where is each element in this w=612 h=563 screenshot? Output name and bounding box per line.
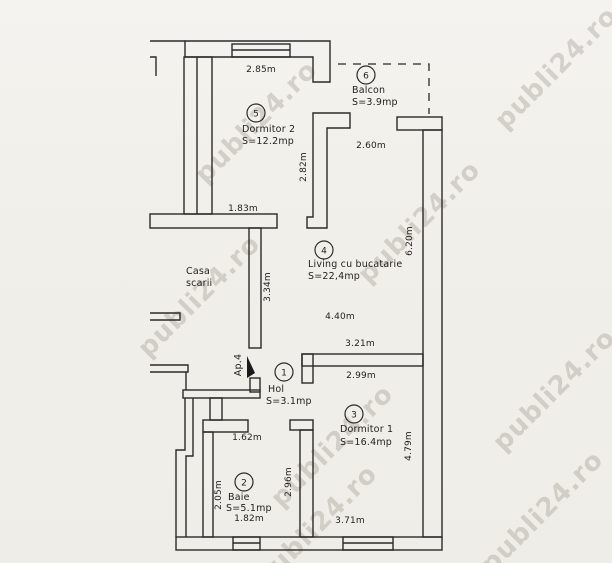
- room-bubble-dormitor-1: 3: [344, 404, 364, 424]
- room-number: 6: [363, 72, 369, 82]
- window-icon: [342, 536, 394, 551]
- wall-left-exterior-outer: [175, 398, 186, 537]
- watermark: publi24.ro: [132, 229, 267, 364]
- wall-left-dorm2: [183, 56, 213, 215]
- room-number: 4: [321, 247, 327, 257]
- room-bubble-baie: 2: [234, 472, 254, 492]
- wall-entrance-jamb: [249, 377, 261, 393]
- room-name-balcon: Balcon: [352, 85, 385, 96]
- dim-living-left: 2.82m: [299, 152, 309, 182]
- wall-baie-north: [202, 419, 249, 433]
- wall-dorm2-south: [149, 213, 278, 229]
- wall-dorm1-north: [301, 353, 424, 367]
- room-labels: Dormitor 2 S=12.2mp Balcon S=3.9mp Livin…: [186, 85, 402, 514]
- room-name-baie: Baie: [228, 492, 250, 503]
- dim-baie-bottom: 1.82m: [234, 514, 264, 524]
- dim-staircase-wall: 3.34m: [263, 272, 273, 302]
- room-bubble-dormitor-2: 5: [246, 103, 266, 123]
- walls: [149, 40, 443, 551]
- room-name-living: Living cu bucatarie: [308, 259, 402, 270]
- room-name-dormitor-1: Dormitor 1: [340, 424, 393, 435]
- dim-dorm1-left: 2.96m: [284, 467, 294, 497]
- room-area-dormitor-2: S=12.2mp: [242, 136, 294, 147]
- wall-balcony-left-pier: [306, 112, 351, 229]
- staircase-label-line2: scarii: [186, 278, 212, 289]
- wall-baie-left: [202, 431, 214, 538]
- dim-dorm2-bottom: 1.83m: [228, 204, 258, 214]
- wall-dorm1-door-jamb: [301, 353, 314, 384]
- dimension-labels: 2.85m 2.60m 2.82m 6.20m 1.83m 3.34m 4.40…: [214, 65, 415, 526]
- dim-balcony-door: 2.60m: [356, 141, 386, 151]
- room-area-baie: S=5.1mp: [226, 503, 272, 514]
- watermark: publi24.ro: [475, 445, 610, 563]
- watermark: publi24.ro: [489, 1, 612, 136]
- dim-dorm1-right: 4.79m: [404, 431, 414, 461]
- wall-hol-baie-pier: [209, 397, 223, 421]
- room-number: 3: [351, 411, 357, 421]
- room-name-hol: Hol: [268, 384, 284, 395]
- watermark: publi24.ro: [487, 323, 612, 458]
- room-area-hol: S=3.1mp: [266, 396, 312, 407]
- wall-left-exterior-inner: [185, 398, 194, 537]
- wall-stub-b: [150, 364, 189, 390]
- window-icon: [232, 536, 261, 551]
- room-number: 2: [241, 479, 247, 489]
- room-name-dormitor-2: Dormitor 2: [242, 124, 295, 135]
- dim-living-right: 6.20m: [405, 226, 415, 256]
- room-number: 5: [253, 110, 259, 120]
- wall-staircase: [248, 227, 262, 349]
- wall-dorm1-left-hook: [289, 419, 314, 431]
- window-icon: [231, 43, 291, 58]
- dim-living-bottom: 3.21m: [345, 339, 375, 349]
- wall-stub-top-left: [150, 40, 185, 76]
- wall-hol-band: [182, 389, 261, 399]
- balcony-boundary: [338, 63, 430, 114]
- room-bubbles: 1 2 3 4 5 6: [234, 65, 376, 492]
- room-bubble-balcon: 6: [356, 65, 376, 85]
- wall-balcony-right-jamb: [396, 116, 443, 131]
- staircase-label-line1: Casa: [186, 266, 210, 277]
- wall-bottom-exterior: [175, 536, 443, 551]
- room-area-living: S=22,4mp: [308, 271, 360, 282]
- dim-living-width: 4.40m: [325, 312, 355, 322]
- entrance-door-icon: [247, 356, 255, 378]
- room-bubble-hol: 1: [274, 362, 294, 382]
- room-bubble-living: 4: [314, 240, 334, 260]
- wall-stub-a: [150, 312, 181, 321]
- dim-dorm2-window: 2.85m: [246, 65, 276, 75]
- dim-dorm1-top: 2.99m: [346, 371, 376, 381]
- dim-baie-top: 1.62m: [232, 433, 262, 443]
- dim-dorm1-bottom: 3.71m: [335, 516, 365, 526]
- room-number: 1: [281, 369, 287, 379]
- entrance-label: Ap.4: [233, 354, 244, 376]
- dim-baie-left: 2.05m: [214, 480, 224, 510]
- room-area-balcon: S=3.9mp: [352, 97, 398, 108]
- room-area-dormitor-1: S=16.4mp: [340, 437, 392, 448]
